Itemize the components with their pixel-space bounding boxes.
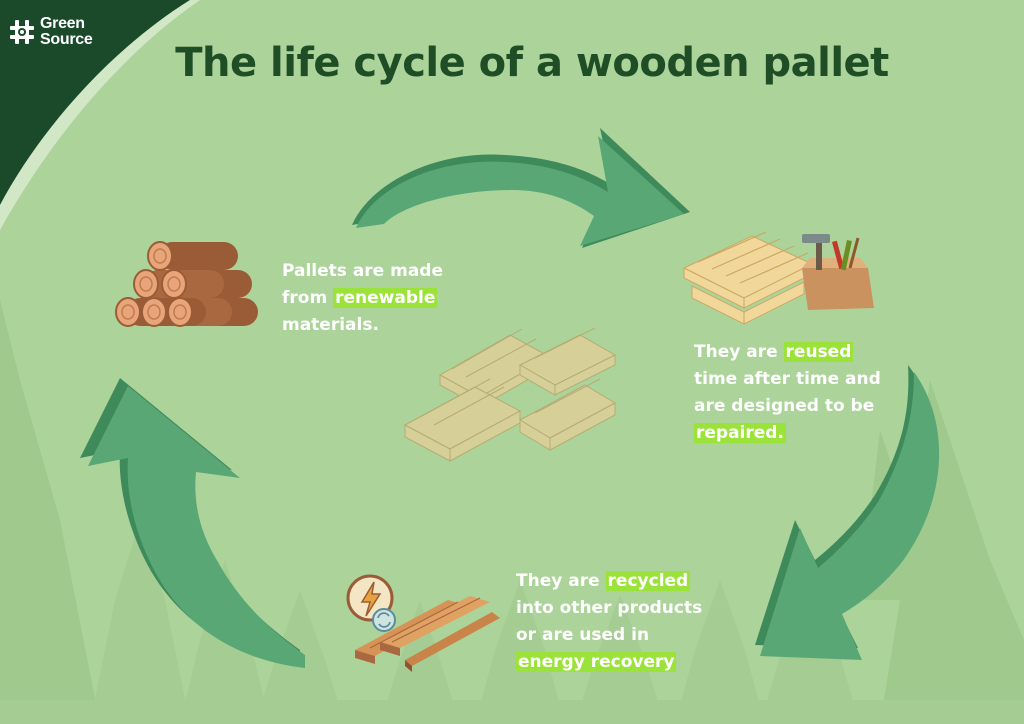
caption-text: or are used in <box>516 625 650 645</box>
caption-text: into other products <box>516 598 703 618</box>
caption-reuse: They are reused time after time and are de… <box>694 339 881 447</box>
caption-renewable: Pallets are made from renewable materials. <box>282 258 443 339</box>
logo-line-1: Green <box>40 15 85 32</box>
highlighted-text: renewable <box>333 288 438 308</box>
caption-line: time after time and <box>694 366 881 393</box>
logs-icon <box>115 241 258 327</box>
caption-line: materials. <box>282 312 443 339</box>
highlighted-text: energy recovery <box>516 652 677 672</box>
caption-text: They are <box>516 571 606 591</box>
pallet-toolbox-icon <box>682 231 874 325</box>
arrow-right <box>755 365 940 660</box>
caption-text: from <box>282 288 334 308</box>
caption-text: time after time and <box>694 369 881 389</box>
caption-line: are designed to be <box>694 393 881 420</box>
logo-line-2: Source <box>40 31 93 48</box>
caption-line: energy recovery <box>516 649 702 676</box>
caption-line: repaired. <box>694 420 881 447</box>
caption-line: They are reused <box>694 339 881 366</box>
planks-energy-icon <box>346 574 500 672</box>
energy-badge-icon <box>346 574 396 632</box>
caption-line: They are recycled <box>516 568 702 595</box>
caption-line: Pallets are made <box>282 258 443 285</box>
caption-text: Pallets are made <box>282 261 444 281</box>
highlighted-text: recycled <box>605 571 691 591</box>
greensource-logo: Green Source <box>8 15 93 48</box>
hash-logo-icon <box>10 20 34 44</box>
arrow-top <box>352 128 690 248</box>
highlighted-text: reused <box>783 342 854 362</box>
caption-line: or are used in <box>516 622 702 649</box>
highlighted-text: repaired. <box>694 423 786 443</box>
caption-text: materials. <box>282 315 379 335</box>
arrow-left <box>80 378 305 668</box>
caption-recycle: They are recycled into other products or a… <box>516 568 702 676</box>
page-title: The life cycle of a wooden pallet <box>175 40 889 86</box>
caption-text: are designed to be <box>694 396 875 416</box>
caption-line: from renewable <box>282 285 443 312</box>
pallet-stack-icon <box>403 327 617 462</box>
caption-line: into other products <box>516 595 702 622</box>
caption-text: They are <box>694 342 784 362</box>
